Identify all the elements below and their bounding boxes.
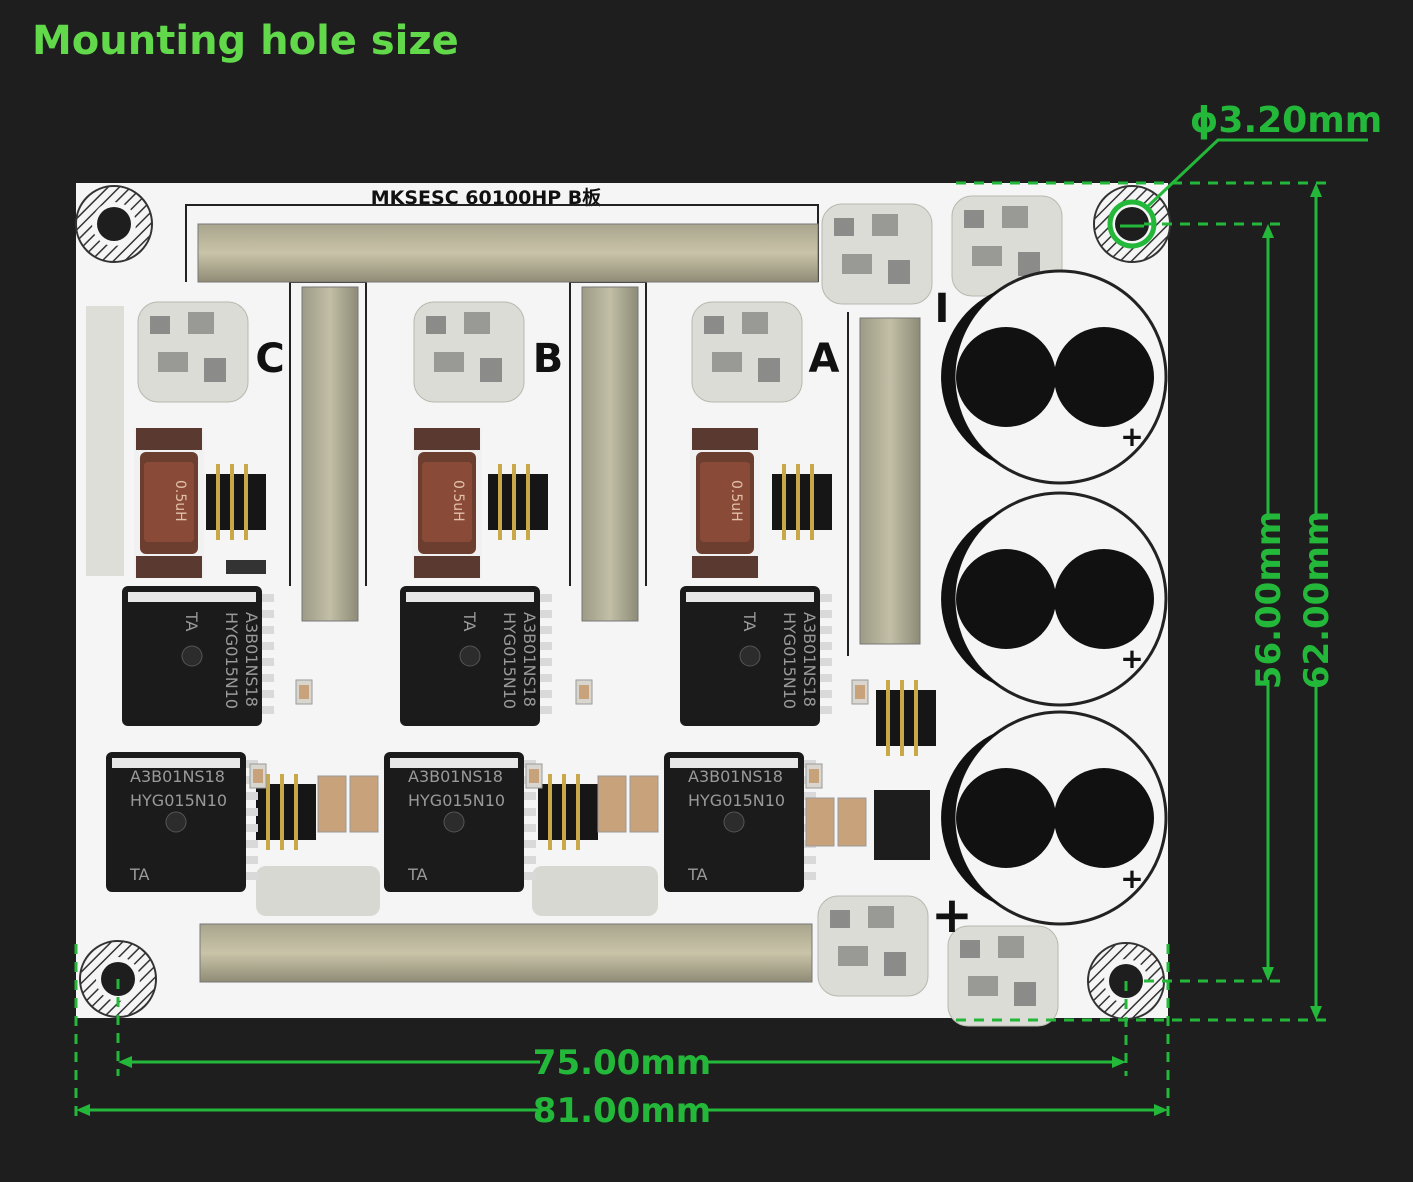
solder-pad-strip (86, 306, 124, 576)
inductor (134, 428, 204, 578)
mosfet-marking: A3B01NS18 (130, 767, 225, 786)
busbar-bottom (199, 923, 813, 983)
phase-label-c: C (255, 336, 284, 382)
diode (874, 790, 930, 860)
dimension-lines (74, 138, 1368, 1124)
solder-pad (691, 301, 803, 403)
mosfet-marking: HYG015N10 (500, 612, 519, 709)
mosfet-marking: HYG015N10 (222, 612, 241, 709)
pin-header (876, 680, 936, 756)
mounting-hole-top-left (75, 185, 153, 263)
solder-pad (413, 301, 525, 403)
dimension-arrows (76, 183, 1322, 1116)
solder-pad (137, 301, 249, 403)
smd-component (295, 679, 313, 705)
polarity-plus-2: + (1120, 642, 1143, 675)
mosfet-marking: TA (182, 611, 201, 632)
inductor-marking: 0.5uH (450, 480, 466, 522)
solder-pad-strip (256, 866, 380, 916)
capacitor (597, 775, 627, 833)
board-label: MKSESC 60100HP B板 (371, 186, 603, 209)
capacitor (837, 797, 867, 847)
busbar-phase-c (301, 286, 359, 622)
smd-component (805, 763, 823, 789)
hole-spacing-horizontal-label: 75.00mm (533, 1043, 711, 1083)
hole-diameter-label: ɸ3.20mm (1190, 100, 1383, 141)
pin-header (538, 774, 598, 850)
smd-component (226, 560, 266, 574)
busbar-phase-b (581, 286, 639, 622)
mosfet-marking: TA (460, 611, 479, 632)
phase-label-b: B (533, 336, 564, 382)
power-minus-label: I (935, 286, 950, 332)
solder-pad (821, 203, 933, 305)
capacitor (317, 775, 347, 833)
inductor-marking: 0.5uH (728, 480, 744, 522)
mosfet-marking: A3B01NS18 (688, 767, 783, 786)
board-height-label: 62.00mm (1297, 511, 1337, 689)
capacitor (805, 797, 835, 847)
capacitor (349, 775, 379, 833)
mosfet-marking: TA (407, 865, 428, 884)
mosfet-marking: TA (687, 865, 708, 884)
solder-pad (817, 895, 929, 997)
capacitor (629, 775, 659, 833)
inductor (412, 428, 482, 578)
solder-pad-strip (532, 866, 658, 916)
phase-label-a: A (809, 336, 840, 382)
smd-component (525, 763, 543, 789)
smd-component (249, 763, 267, 789)
smd-component (575, 679, 593, 705)
mosfet-marking: HYG015N10 (688, 791, 785, 810)
hole-spacing-vertical-label: 56.00mm (1249, 511, 1289, 689)
mosfet-marking: HYG015N10 (130, 791, 227, 810)
pin-header (488, 464, 548, 540)
mosfet-marking: HYG015N10 (408, 791, 505, 810)
capacitor-footprint-1 (941, 269, 1168, 485)
busbar-top (197, 223, 819, 283)
capacitor-footprint-3 (941, 710, 1168, 926)
mosfet-marking: A3B01NS18 (408, 767, 503, 786)
pin-header (206, 464, 266, 540)
inductor-marking: 0.5uH (172, 480, 188, 522)
pin-header (772, 464, 832, 540)
polarity-plus-3: + (1120, 862, 1143, 895)
board-width-label: 81.00mm (533, 1091, 711, 1131)
mosfet-marking: HYG015N10 (780, 612, 799, 709)
mosfet-marking: TA (129, 865, 150, 884)
mosfet-marking: A3B01NS18 (242, 612, 261, 707)
mosfet-marking: A3B01NS18 (520, 612, 539, 707)
capacitor-footprint-2 (941, 491, 1168, 707)
busbar-phase-a (859, 317, 921, 645)
page-title: Mounting hole size (32, 18, 459, 64)
polarity-plus-1: + (1120, 420, 1143, 453)
power-plus-label: + (931, 886, 973, 944)
inductor (690, 428, 760, 578)
mosfet-marking: TA (740, 611, 759, 632)
mosfet-marking: A3B01NS18 (800, 612, 819, 707)
smd-component (851, 679, 869, 705)
